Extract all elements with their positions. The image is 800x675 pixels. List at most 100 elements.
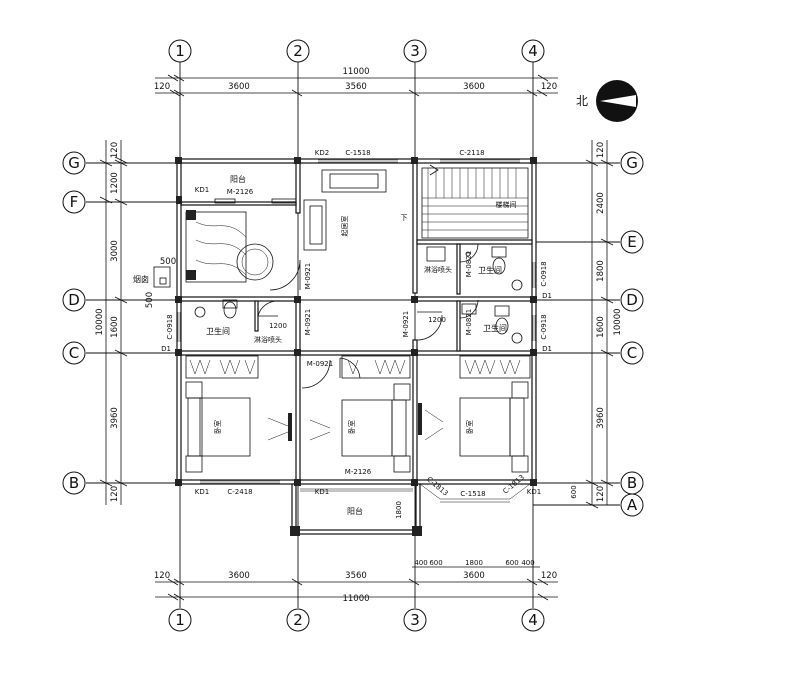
code-c1518: C-1518 xyxy=(345,149,370,157)
dimension-lines xyxy=(105,77,608,598)
dim-top-seg: 120 xyxy=(541,82,557,92)
axis-label-c: C xyxy=(69,344,79,362)
dim-right-seg: 2400 xyxy=(596,192,606,214)
dim-bottom-seg: 120 xyxy=(154,571,170,581)
code-kd2: KD2 xyxy=(315,149,329,157)
code-c0918: C-0918 xyxy=(540,314,548,339)
axis-label-b: B xyxy=(69,474,79,492)
code-kd1: KD1 xyxy=(195,488,209,496)
room-labels: 阳台 阳台 卫生间 卫生间 卫生间 楼梯间 起居室 卧室 卧室 卧室 烟囱 下 xyxy=(133,174,517,516)
label-shower: 淋浴喷头 xyxy=(254,335,282,344)
room-stair-down: 下 xyxy=(401,214,408,222)
dim-bottom-total: 11000 xyxy=(342,594,369,604)
room-chimney: 烟囱 xyxy=(133,274,149,284)
stair-treads xyxy=(421,164,529,239)
dim-right-seg: 120 xyxy=(596,142,606,158)
code-m0921: M-0921 xyxy=(402,311,410,337)
code-c2418: C-2418 xyxy=(227,488,252,496)
axis-label-f: F xyxy=(70,193,79,211)
axis-label-c-right: C xyxy=(627,344,637,362)
axis-label-4: 4 xyxy=(528,42,538,60)
code-d1: D1 xyxy=(161,345,171,353)
room-bath-left: 卫生间 xyxy=(206,326,230,336)
code-1200: 1200 xyxy=(269,322,287,330)
dim-top-total: 11000 xyxy=(342,67,369,77)
axis-label-3-bottom: 3 xyxy=(410,611,420,629)
dim-bottom-seg: 120 xyxy=(541,571,557,581)
code-m0821: M-0821 xyxy=(465,309,473,335)
code-d1: D1 xyxy=(542,345,552,353)
dim-left-seg: 3960 xyxy=(110,407,120,429)
walls xyxy=(176,158,537,535)
axis-label-2: 2 xyxy=(293,42,303,60)
code-m0921: M-0921 xyxy=(307,360,333,368)
dim-right-seg: 1600 xyxy=(596,316,606,338)
dim-top-seg: 3560 xyxy=(345,82,367,92)
code-1800: 1800 xyxy=(395,501,403,519)
north-arrow: 北 xyxy=(576,80,638,122)
dimension-text: 11000 120 3600 3560 3600 120 120 3600 35… xyxy=(95,67,623,604)
north-label: 北 xyxy=(576,94,588,108)
dim-top-seg: 120 xyxy=(154,82,170,92)
columns xyxy=(175,157,537,536)
room-stair: 楼梯间 xyxy=(496,200,517,209)
dim-bottom-detail: 1800 xyxy=(465,559,483,567)
axis-label-d-right: D xyxy=(626,291,638,309)
dim-right-seg: 120 xyxy=(596,486,606,502)
room-balcony-bottom: 阳台 xyxy=(347,506,363,516)
axis-label-1: 1 xyxy=(175,42,185,60)
axis-bubbles: 1 2 3 4 1 2 3 4 G F D C B G E D C B A xyxy=(62,39,644,632)
room-lobby: 起居室 xyxy=(340,216,349,237)
room-bed-left: 卧室 xyxy=(213,420,222,434)
code-kd1: KD1 xyxy=(195,186,209,194)
dimension-ticks xyxy=(99,74,614,601)
code-c1813: C-1813 xyxy=(425,475,449,497)
dim-left-total: 10000 xyxy=(95,308,105,335)
dim-bottom-seg: 3600 xyxy=(463,571,485,581)
axis-label-a-right: A xyxy=(627,496,638,514)
code-c1518: C-1518 xyxy=(460,490,485,498)
axis-label-e-right: E xyxy=(627,233,636,251)
label-shower: 淋浴喷头 xyxy=(424,265,452,274)
axis-label-3: 3 xyxy=(410,42,420,60)
dim-bottom-detail: 600 xyxy=(505,559,518,567)
dim-top-seg: 3600 xyxy=(463,82,485,92)
room-bath-right-top: 卫生间 xyxy=(478,265,502,275)
code-m0921: M-0921 xyxy=(304,309,312,335)
dim-left-extra: 500 xyxy=(145,292,155,308)
code-kd1: KD1 xyxy=(315,488,329,496)
windows xyxy=(177,159,536,503)
dim-right-total: 10000 xyxy=(613,308,623,335)
dim-left-extra: 500 xyxy=(160,257,176,267)
axis-label-1-bottom: 1 xyxy=(175,611,185,629)
code-m0921: M-0921 xyxy=(304,263,312,289)
code-c0918: C-0918 xyxy=(540,261,548,286)
codes: KD2 KD1 KD1 KD1 KD1 D1 D1 D1 C-1518 C-21… xyxy=(161,149,552,519)
code-m2126: M-2126 xyxy=(345,468,372,476)
axis-label-b-right: B xyxy=(627,474,637,492)
code-c2118: C-2118 xyxy=(459,149,484,157)
dim-left-seg: 120 xyxy=(110,142,120,158)
furniture xyxy=(153,169,531,473)
axis-label-d: D xyxy=(68,291,80,309)
dim-top-seg: 3600 xyxy=(228,82,250,92)
dim-left-seg: 1600 xyxy=(110,316,120,338)
code-d1: D1 xyxy=(542,292,552,300)
room-balcony-top: 阳台 xyxy=(230,174,246,184)
code-1200: 1200 xyxy=(428,316,446,324)
dim-bottom-seg: 3560 xyxy=(345,571,367,581)
code-m0821: M-0821 xyxy=(465,251,473,277)
axis-label-g: G xyxy=(68,154,80,172)
dim-left-seg: 120 xyxy=(110,486,120,502)
dim-bottom-detail: 600 xyxy=(429,559,442,567)
doors xyxy=(257,243,479,389)
room-bath-right-bottom: 卫生间 xyxy=(483,323,507,333)
room-bed-mid: 卧室 xyxy=(347,420,356,434)
code-c0918: C-0918 xyxy=(166,314,174,339)
axis-label-2-bottom: 2 xyxy=(293,611,303,629)
dim-bottom-detail: 400 xyxy=(521,559,534,567)
dim-bottom-detail: 400 xyxy=(414,559,427,567)
dim-bottom-seg: 3600 xyxy=(228,571,250,581)
dim-left-seg: 1200 xyxy=(110,172,120,194)
